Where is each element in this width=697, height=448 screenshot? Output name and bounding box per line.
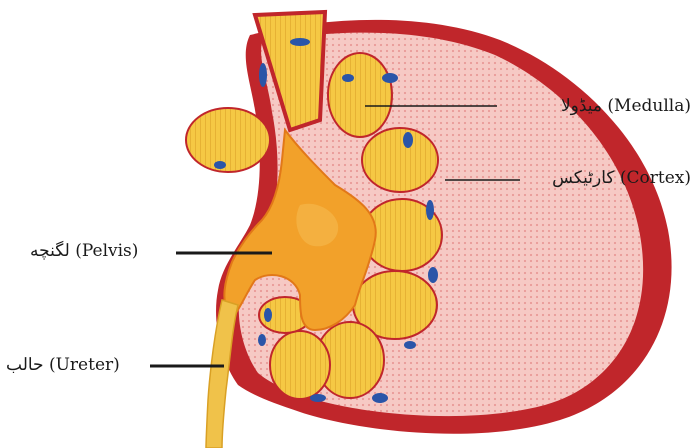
ureter-label: حالب (Ureter) [6,355,120,375]
medulla-label: میڈولا (Medulla) [561,96,691,116]
cortex-label: کارٹیکس (Cortex) [552,168,691,188]
pelvis-label: لگنچه (Pelvis) [30,241,138,261]
